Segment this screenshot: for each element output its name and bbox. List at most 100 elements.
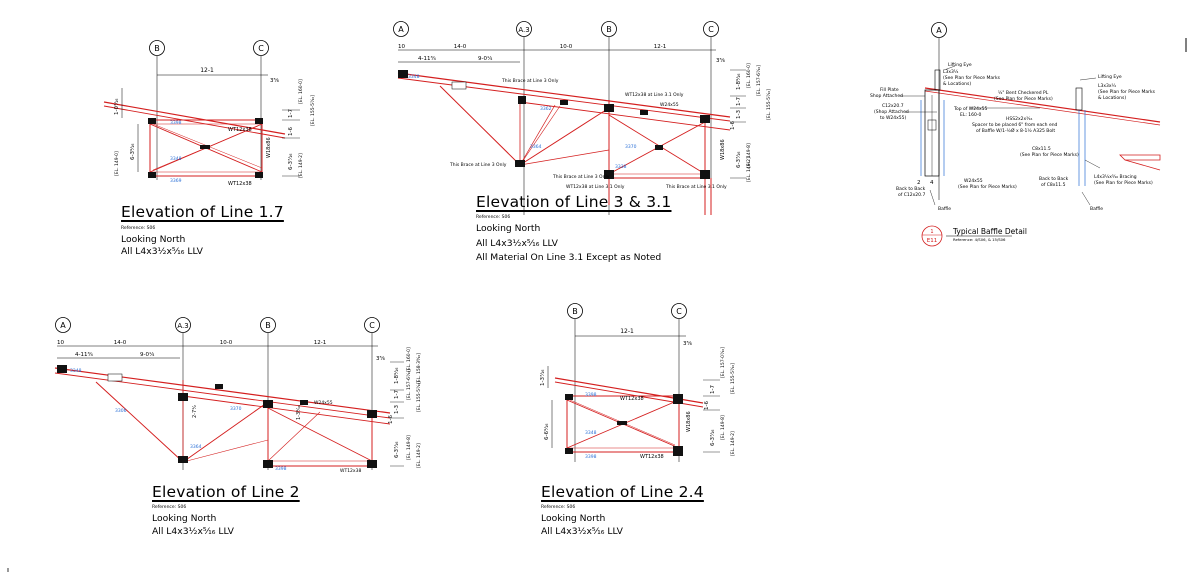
detail-label: (See Plan for Piece Marks bbox=[1098, 89, 1156, 95]
svg-text:3398: 3398 bbox=[585, 392, 597, 398]
elevation-3-title: Elevation of Line 3 & 3.1 bbox=[476, 193, 672, 211]
dimension: 1-8⁹⁄₁₆ bbox=[393, 367, 400, 384]
dimension: 12-1 bbox=[314, 340, 326, 346]
dimension: 10-0 bbox=[560, 44, 573, 50]
elevation-label: [EL. 155-5⁷⁄₁₆] bbox=[766, 89, 772, 120]
sheet-number: E11 bbox=[927, 238, 937, 244]
detail-label: L3x3¹⁄₄ bbox=[943, 69, 958, 75]
member-label: WT12x38 bbox=[640, 454, 664, 460]
grid-bubble-c: C bbox=[258, 44, 264, 53]
dimension: 10 bbox=[57, 340, 64, 346]
grid-bubble-c: C bbox=[676, 307, 682, 316]
detail-label: (See Plan for Piece Marks) bbox=[994, 96, 1053, 102]
svg-text:3362: 3362 bbox=[540, 106, 552, 112]
elevation-3-note: All L4x3½x⁵⁄₁₆ LLV bbox=[476, 238, 558, 249]
elevation-2-note: All L4x3½x⁵⁄₁₆ LLV bbox=[152, 526, 234, 537]
svg-text:3370: 3370 bbox=[230, 406, 242, 412]
detail-label: Spacer to be placed 6" from each end bbox=[972, 122, 1058, 128]
svg-text:3364: 3364 bbox=[530, 144, 542, 150]
elevation-2-note: Looking North bbox=[152, 513, 217, 524]
elevation-2-title: Elevation of Line 2 bbox=[152, 483, 300, 501]
member-label: WT12x38 bbox=[228, 181, 252, 187]
dimension: 12-1 bbox=[200, 67, 214, 74]
member-label: W24x55 bbox=[314, 400, 333, 406]
dimension: 1-6 bbox=[704, 401, 710, 410]
elevation-1-7-note: Looking North bbox=[121, 234, 186, 245]
elevation-2-4-title: Elevation of Line 2.4 bbox=[541, 483, 704, 501]
dimension: 12-1 bbox=[620, 328, 634, 335]
detail-label: 4 bbox=[930, 180, 934, 186]
detail-label: C12x20.7 bbox=[882, 103, 904, 109]
svg-text:3398: 3398 bbox=[275, 466, 287, 472]
detail-label: EL: 160-0 bbox=[960, 112, 982, 118]
dimension: 1-7 bbox=[394, 390, 400, 399]
baffle-detail-drawing: A Lifting Eye L3x3¹⁄₄ (See Plan for Piec… bbox=[870, 22, 1161, 247]
elevation-1-7-title: Elevation of Line 1.7 bbox=[121, 203, 284, 221]
dimension: 10 bbox=[398, 44, 405, 50]
dimension: 4-11³⁄₄ bbox=[75, 351, 94, 358]
dimension: 6-3⁹⁄₁₆ bbox=[129, 143, 136, 160]
elevation-3-note: Looking North bbox=[476, 223, 541, 234]
grid-bubble-b: B bbox=[572, 307, 578, 316]
elevation-label: [EL. 160-0] bbox=[746, 63, 752, 88]
grid-bubble-b: B bbox=[265, 321, 271, 330]
detail-label: & Locations) bbox=[943, 81, 971, 87]
dimension: 1-3⁷⁄₁₆ bbox=[539, 369, 546, 386]
detail-reference: Reference: 4/S06, & 15/S06 bbox=[953, 237, 1006, 242]
elevation-label: [EL. 149-2] bbox=[746, 157, 752, 182]
elevation-3-note: All Material On Line 3.1 Except as Noted bbox=[476, 252, 662, 263]
svg-text:3398: 3398 bbox=[585, 454, 597, 460]
dimension: 1-6 bbox=[730, 121, 736, 130]
elevation-3-reference: Reference: S06 bbox=[476, 215, 511, 220]
grid-bubble-c: C bbox=[369, 321, 375, 330]
member-label: W24x55 bbox=[660, 102, 679, 108]
member-label: This Brace at Line 3 Only bbox=[501, 78, 559, 84]
detail-label: L4x3¹⁄₂x⁵⁄₁₆ Bracing bbox=[1094, 174, 1137, 180]
svg-text:3338: 3338 bbox=[615, 164, 627, 170]
svg-text:3348: 3348 bbox=[585, 430, 597, 436]
elevation-1-7-drawing: B C 12-1 3⁵⁄₈ WT12x38 WT12x38 W18x86 339… bbox=[103, 40, 316, 187]
detail-label: L3x3x¹⁄₄ bbox=[1098, 83, 1116, 89]
detail-label: Fill Plate bbox=[880, 87, 899, 93]
dimension: 1-6 bbox=[388, 415, 394, 424]
elevation-1-7-reference: Reference: S06 bbox=[121, 226, 156, 231]
elevation-label: [EL. 157-0⁷⁄₁₆] bbox=[720, 347, 726, 378]
member-label: This Brace at Line 3 Only bbox=[552, 174, 610, 180]
dimension: 10-0 bbox=[220, 340, 233, 346]
member-label: W18x86 bbox=[720, 139, 726, 160]
elevation-1-7-note: All L4x3½x⁵⁄₁₆ LLV bbox=[121, 246, 203, 257]
member-label: This Brace at Line 3.1 Only bbox=[665, 184, 727, 190]
detail-label: (See Plan for Piece Marks bbox=[943, 75, 1001, 81]
dimension: 1-8⁹⁄₁₆ bbox=[735, 73, 742, 90]
detail-label: (Shop Attached bbox=[874, 109, 909, 115]
elevation-label: [EL. 149-0] bbox=[114, 151, 120, 176]
member-label: WT12x38 bbox=[340, 468, 361, 474]
grid-bubble-c: C bbox=[708, 25, 714, 34]
dimension: 14-0 bbox=[114, 340, 127, 346]
dimension: 6-3⁷⁄₁₆ bbox=[393, 441, 400, 458]
detail-label: W24x55 bbox=[964, 178, 983, 184]
detail-label: Back to Back bbox=[1039, 176, 1069, 182]
grid-bubble-a: A bbox=[398, 25, 404, 34]
dimension: 3⁵⁄₈ bbox=[683, 340, 693, 347]
dimension: 4-11³⁄₄ bbox=[418, 55, 437, 62]
svg-text:3348: 3348 bbox=[70, 368, 82, 374]
elevation-label: [EL. 160-0] bbox=[298, 79, 304, 104]
detail-label: to W24x55) bbox=[880, 115, 907, 121]
elevation-label: [EL. 157-6⁷⁄₁₆] bbox=[406, 369, 412, 400]
svg-text:3364: 3364 bbox=[190, 444, 202, 450]
dimension: 1-3⁹⁄₁₆ bbox=[296, 405, 302, 420]
detail-label: of Baffle W/1-¹⁄₂Ø x 8-1¹⁄₂ A325 Bolt bbox=[976, 127, 1055, 134]
grid-bubble-a3: A.3 bbox=[177, 322, 188, 330]
detail-label: Baffle bbox=[1090, 206, 1103, 212]
elevation-3-drawing: A A.3 B C 10 14-0 10-0 12-1 4-11³⁄₄ 9-0¹… bbox=[393, 21, 772, 215]
detail-label: of C12x20.7 bbox=[898, 192, 925, 198]
detail-title: Typical Baffle Detail bbox=[952, 227, 1027, 236]
grid-bubble-a3: A.3 bbox=[518, 26, 529, 34]
detail-label: 2 bbox=[917, 180, 921, 186]
elevation-label: [EL. 149-2] bbox=[298, 153, 304, 178]
elevation-label: [EL. 155-5⁷⁄₁₆] bbox=[310, 95, 316, 126]
detail-number: 1 bbox=[930, 229, 933, 235]
detail-label: Baffle bbox=[938, 206, 951, 212]
